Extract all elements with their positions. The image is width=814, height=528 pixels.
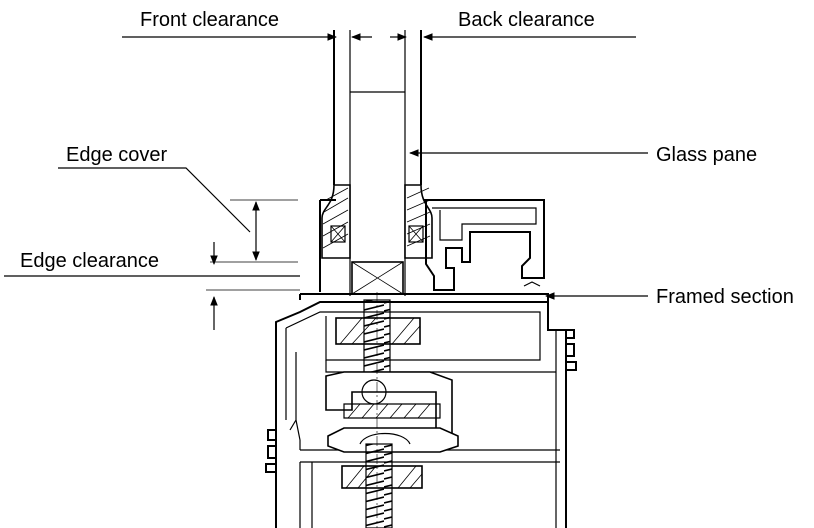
framed-section-label: Framed section <box>656 286 794 308</box>
frame-profile <box>275 199 567 528</box>
edge-clearance-dimension <box>4 242 300 330</box>
right-clip <box>566 329 577 371</box>
edge-cover-label: Edge cover <box>66 144 168 166</box>
edge-clearance-label: Edge clearance <box>20 250 159 272</box>
front-clearance-label: Front clearance <box>140 9 279 31</box>
glass-pane-label: Glass pane <box>656 144 757 166</box>
front-gasket <box>321 184 351 259</box>
back-clearance-label: Back clearance <box>458 9 595 31</box>
setting-block <box>351 261 404 295</box>
back-gasket <box>404 184 433 259</box>
reference-lines <box>206 199 300 291</box>
edge-cover-leader <box>58 167 260 261</box>
clamp-cap <box>327 427 459 453</box>
lower-spring <box>365 443 393 528</box>
clamp-body <box>325 371 453 443</box>
left-clip <box>265 429 276 473</box>
